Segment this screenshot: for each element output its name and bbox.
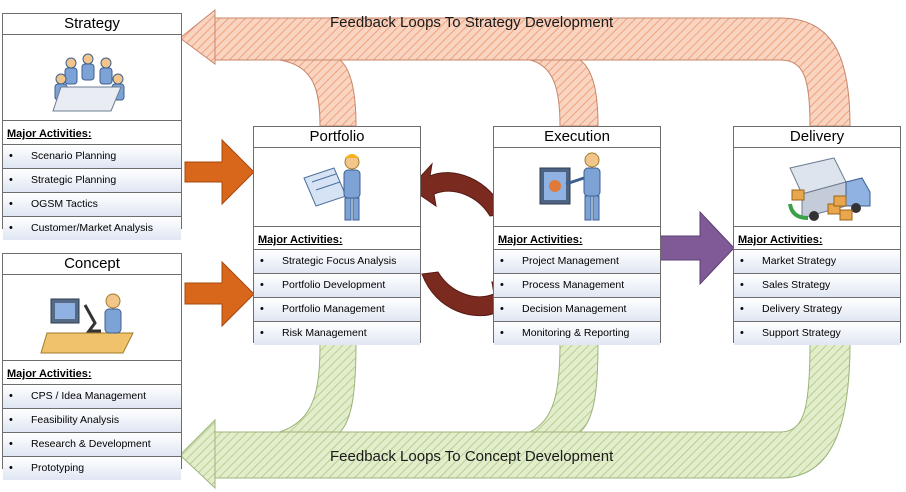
- list-item: •Sales Strategy: [734, 273, 900, 297]
- list-item: •Feasibility Analysis: [3, 408, 181, 432]
- list-item: •Research & Development: [3, 432, 181, 456]
- list-item: •Delivery Strategy: [734, 297, 900, 321]
- list-item: •Support Strategy: [734, 321, 900, 345]
- list-item: •Project Management: [494, 249, 660, 273]
- list-item: •CPS / Idea Management: [3, 384, 181, 408]
- execution-title: Execution: [494, 127, 660, 148]
- bottom-feedback-label: Feedback Loops To Concept Development: [330, 448, 614, 465]
- execution-activities-heading: Major Activities:: [494, 226, 660, 250]
- delivery-truck-icon: [734, 148, 900, 226]
- portfolio-card: Portfolio Major Activities: •Strategic F…: [253, 126, 421, 345]
- portfolio-activities-list: •Strategic Focus Analysis •Portfolio Dev…: [254, 249, 420, 345]
- scientist-microscope-icon: [3, 275, 181, 359]
- list-item: •Risk Management: [254, 321, 420, 345]
- portfolio-activities-heading: Major Activities:: [254, 226, 420, 250]
- strategy-activities-heading: Major Activities:: [3, 120, 181, 144]
- execution-to-portfolio-cycle-arrow: [409, 162, 506, 217]
- meeting-table-icon: [3, 35, 181, 119]
- presenter-screen-icon: [494, 148, 660, 226]
- top-feedback-label: Feedback Loops To Strategy Development: [330, 14, 614, 31]
- list-item: •Decision Management: [494, 297, 660, 321]
- strategy-title: Strategy: [3, 14, 181, 35]
- list-item: •Process Management: [494, 273, 660, 297]
- top-feedback-loop: [179, 8, 851, 127]
- list-item: •Strategic Focus Analysis: [254, 249, 420, 273]
- delivery-activities-heading: Major Activities:: [734, 226, 900, 250]
- portfolio-title: Portfolio: [254, 127, 420, 148]
- list-item: •Scenario Planning: [3, 144, 181, 168]
- list-item: •Prototyping: [3, 456, 181, 480]
- execution-card: Execution Major Activities: •Project Man…: [493, 126, 661, 345]
- list-item: •Market Strategy: [734, 249, 900, 273]
- list-item: •Customer/Market Analysis: [3, 216, 181, 240]
- execution-to-delivery-arrow: [659, 210, 735, 286]
- list-item: •Portfolio Management: [254, 297, 420, 321]
- planner-blueprint-icon: [254, 148, 420, 226]
- concept-title: Concept: [3, 254, 181, 275]
- delivery-card: Delivery Major Activities: •Market Strat…: [733, 126, 901, 345]
- delivery-title: Delivery: [734, 127, 900, 148]
- list-item: •Strategic Planning: [3, 168, 181, 192]
- strategy-activities-list: •Scenario Planning •Strategic Planning •…: [3, 144, 181, 240]
- concept-to-portfolio-arrow: [184, 260, 255, 328]
- delivery-activities-list: •Market Strategy •Sales Strategy •Delive…: [734, 249, 900, 345]
- strategy-to-portfolio-arrow: [184, 138, 255, 206]
- execution-activities-list: •Project Management •Process Management …: [494, 249, 660, 345]
- concept-activities-list: •CPS / Idea Management •Feasibility Anal…: [3, 384, 181, 480]
- bottom-feedback-loop: [179, 342, 851, 490]
- list-item: •OGSM Tactics: [3, 192, 181, 216]
- concept-activities-heading: Major Activities:: [3, 360, 181, 384]
- list-item: •Portfolio Development: [254, 273, 420, 297]
- list-item: •Monitoring & Reporting: [494, 321, 660, 345]
- concept-card: Concept Major Activities: •CPS / Idea Ma…: [2, 253, 182, 480]
- strategy-card: Strategy Major Activities: •Scenario Pla…: [2, 13, 182, 240]
